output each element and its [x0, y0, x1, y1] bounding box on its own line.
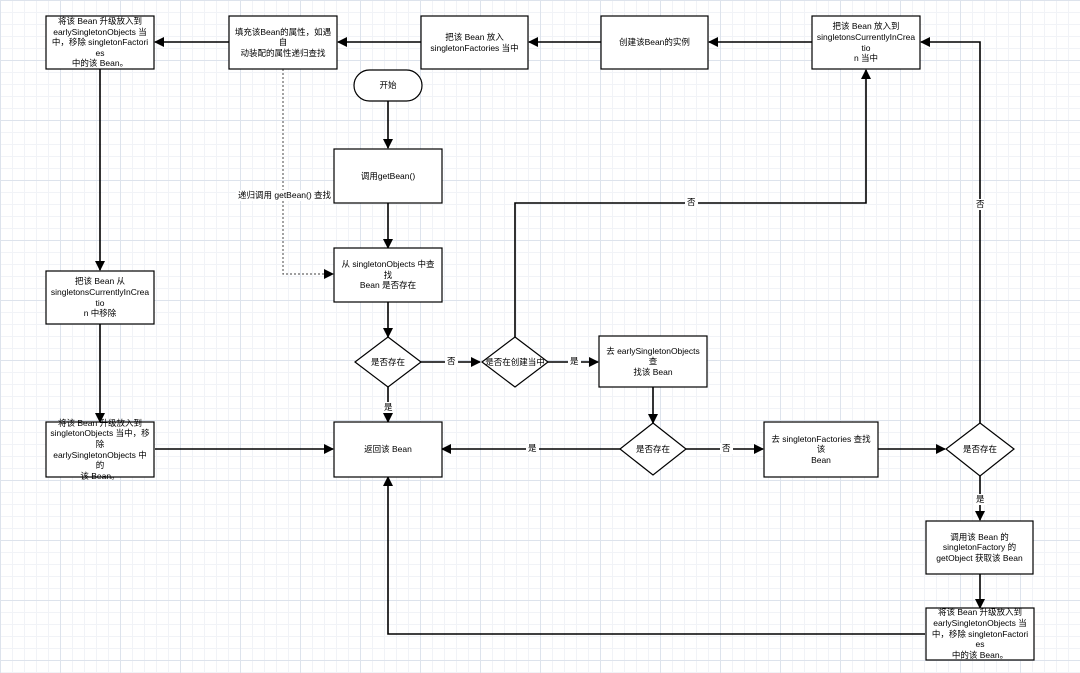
node-start-shape [353, 69, 423, 102]
node-exists2-shape [619, 422, 687, 476]
node-start[interactable]: 开始 [379, 80, 397, 91]
node-exists3-shape [945, 422, 1015, 477]
node-create-instance[interactable]: 创建该Bean的实例 [619, 37, 690, 48]
node-exists1-shape [354, 336, 422, 388]
label-exists1-yes: 是 [382, 402, 395, 413]
node-upgrade-singleton[interactable]: 将该 Bean 升级放入到 singletonObjects 当中，移除 ear… [50, 417, 150, 481]
node-find-factories-shape [763, 421, 879, 478]
node-call-factory[interactable]: 调用该 Bean 的 singletonFactory 的 getObject … [936, 531, 1023, 563]
node-upgrade-top-shape [45, 15, 155, 70]
node-upgrade-bottom-shape [925, 607, 1035, 661]
edge-exists3-no-to-put-in-creation [920, 37, 981, 423]
node-getbean-shape [333, 148, 443, 204]
node-put-factories-shape [420, 15, 529, 70]
node-populate[interactable]: 填充该Bean的属性，如遇自 动装配的属性递归查找 [234, 26, 332, 58]
label-in-creation-no: 否 [685, 197, 698, 208]
node-put-factories[interactable]: 把该 Bean 放入 singletonFactories 当中 [430, 31, 519, 53]
node-return-bean[interactable]: 返回该 Bean [364, 444, 412, 455]
label-exists3-no: 否 [974, 199, 987, 210]
node-find-early-shape [598, 335, 708, 388]
node-call-factory-shape [925, 520, 1034, 575]
node-put-in-creation-shape [811, 15, 921, 70]
node-getbean[interactable]: 调用getBean() [360, 170, 416, 181]
label-exists1-no: 否 [445, 356, 458, 367]
node-upgrade-bottom[interactable]: 将该 Bean 升级放入到 earlySingletonObjects 当 中，… [931, 607, 1029, 660]
node-remove-in-creation-shape [45, 270, 155, 325]
node-exists3[interactable]: 是否存在 [962, 444, 997, 455]
node-create-instance-shape [600, 15, 709, 70]
node-exists2[interactable]: 是否存在 [635, 443, 670, 454]
node-return-bean-shape [333, 421, 443, 478]
node-find-early[interactable]: 去 earlySingletonObjects 查 找该 Bean [606, 345, 700, 377]
label-recursive-getbean: 递归调用 getBean() 查找 [236, 190, 334, 201]
label-exists3-yes: 是 [974, 494, 987, 505]
node-put-in-creation[interactable]: 把该 Bean 放入到 singletonsCurrentlyInCreatio… [816, 21, 916, 64]
node-upgrade-singleton-shape [45, 421, 155, 478]
node-in-creation[interactable]: 是否在创建当中 [485, 356, 545, 367]
edge-populate-recursive-to-find [282, 69, 334, 279]
node-find-factories[interactable]: 去 singletonFactories 查找该 Bean [771, 433, 871, 465]
edge-upgrade-to-return [383, 476, 925, 635]
node-upgrade-top[interactable]: 将该 Bean 升级放入到 earlySingletonObjects 当 中，… [51, 15, 149, 69]
node-exists1[interactable]: 是否存在 [370, 356, 405, 367]
node-find-singleton-shape [333, 247, 443, 303]
node-find-singleton[interactable]: 从 singletonObjects 中查找 Bean 是否存在 [341, 259, 435, 291]
node-populate-shape [228, 15, 338, 70]
node-remove-in-creation[interactable]: 把该 Bean 从 singletonsCurrentlyInCreatio n… [50, 276, 150, 319]
label-exists2-yes: 是 [526, 443, 539, 454]
label-exists2-no: 否 [720, 443, 733, 454]
label-in-creation-yes: 是 [568, 356, 581, 367]
node-in-creation-shape [481, 336, 549, 388]
